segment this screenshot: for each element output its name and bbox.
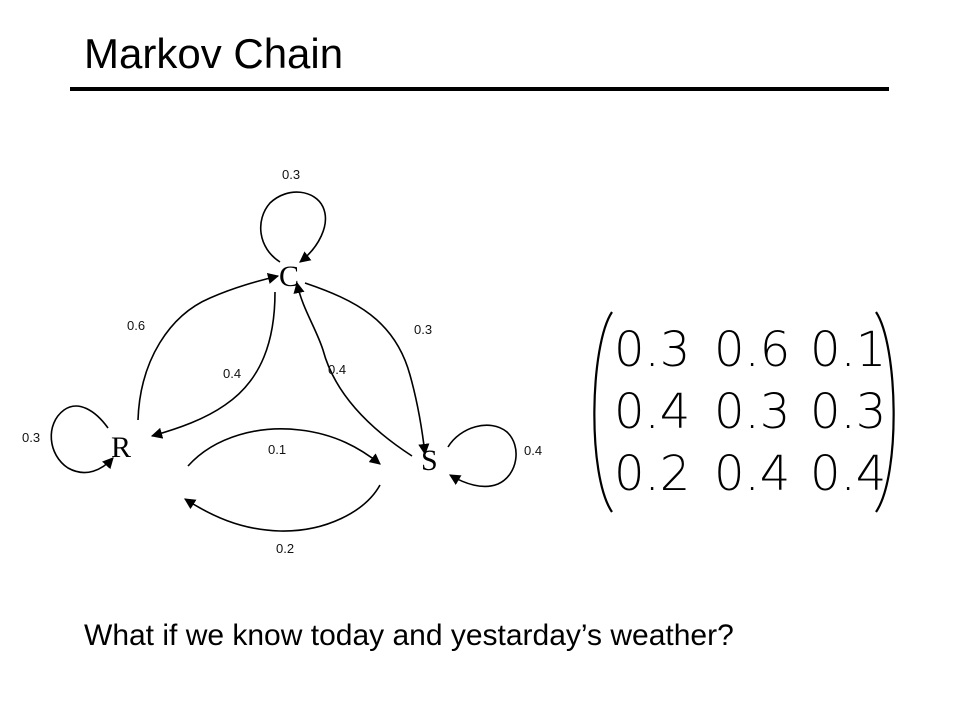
- question-text: What if we know today and yestarday’s we…: [84, 619, 734, 652]
- matrix-cell: 0.4: [810, 446, 886, 502]
- node-c: C: [279, 260, 299, 293]
- matrix-cell: 0.1: [810, 322, 886, 378]
- edge-label-c-to-c: 0.3: [282, 167, 300, 182]
- transition-matrix: 0.3 0.6 0.1 0.4 0.3 0.3 0.2 0.4 0.4: [593, 311, 895, 513]
- edge-r-to-s: [187, 428, 381, 467]
- edge-label-s-to-c: 0.4: [328, 362, 346, 377]
- edge-c-to-s: [304, 282, 430, 456]
- edge-c-to-r: [150, 291, 276, 439]
- edge-s-to-s: [447, 424, 517, 488]
- nodes: C R S: [111, 260, 438, 477]
- matrix-cell: 0.4: [714, 446, 790, 502]
- edge-labels: 0.3 0.6 0.3 0.4 0.4 0.3 0.4 0.1 0.2: [22, 167, 542, 556]
- edge-label-r-to-r: 0.3: [22, 430, 40, 445]
- edge-r-to-c: [137, 273, 280, 421]
- edge-s-to-r: [184, 484, 381, 532]
- edge-label-r-to-c: 0.6: [127, 318, 145, 333]
- node-s: S: [421, 444, 438, 477]
- edge-label-s-to-r: 0.2: [276, 541, 294, 556]
- edge-label-c-to-r: 0.4: [223, 366, 241, 381]
- edge-label-s-to-s: 0.4: [524, 443, 542, 458]
- matrix-cell: 0.3: [614, 322, 690, 378]
- edge-s-to-c: [293, 281, 413, 457]
- title-underline: [70, 87, 889, 91]
- edge-r-to-r: [50, 405, 114, 474]
- matrix-cell: 0.3: [714, 384, 790, 440]
- matrix-cell: 0.3: [810, 384, 886, 440]
- edge-label-c-to-s: 0.3: [414, 322, 432, 337]
- matrix-cell: 0.2: [614, 446, 690, 502]
- matrix-cell: 0.4: [614, 384, 690, 440]
- matrix-left-paren: [593, 311, 613, 513]
- matrix-cell: 0.6: [714, 322, 790, 378]
- edge-c-to-c: [259, 191, 327, 263]
- edge-label-r-to-s: 0.1: [268, 442, 286, 457]
- edges: [50, 191, 517, 532]
- node-r: R: [111, 431, 131, 464]
- matrix-right-paren: [875, 311, 895, 513]
- slide-title: Markov Chain: [84, 30, 344, 77]
